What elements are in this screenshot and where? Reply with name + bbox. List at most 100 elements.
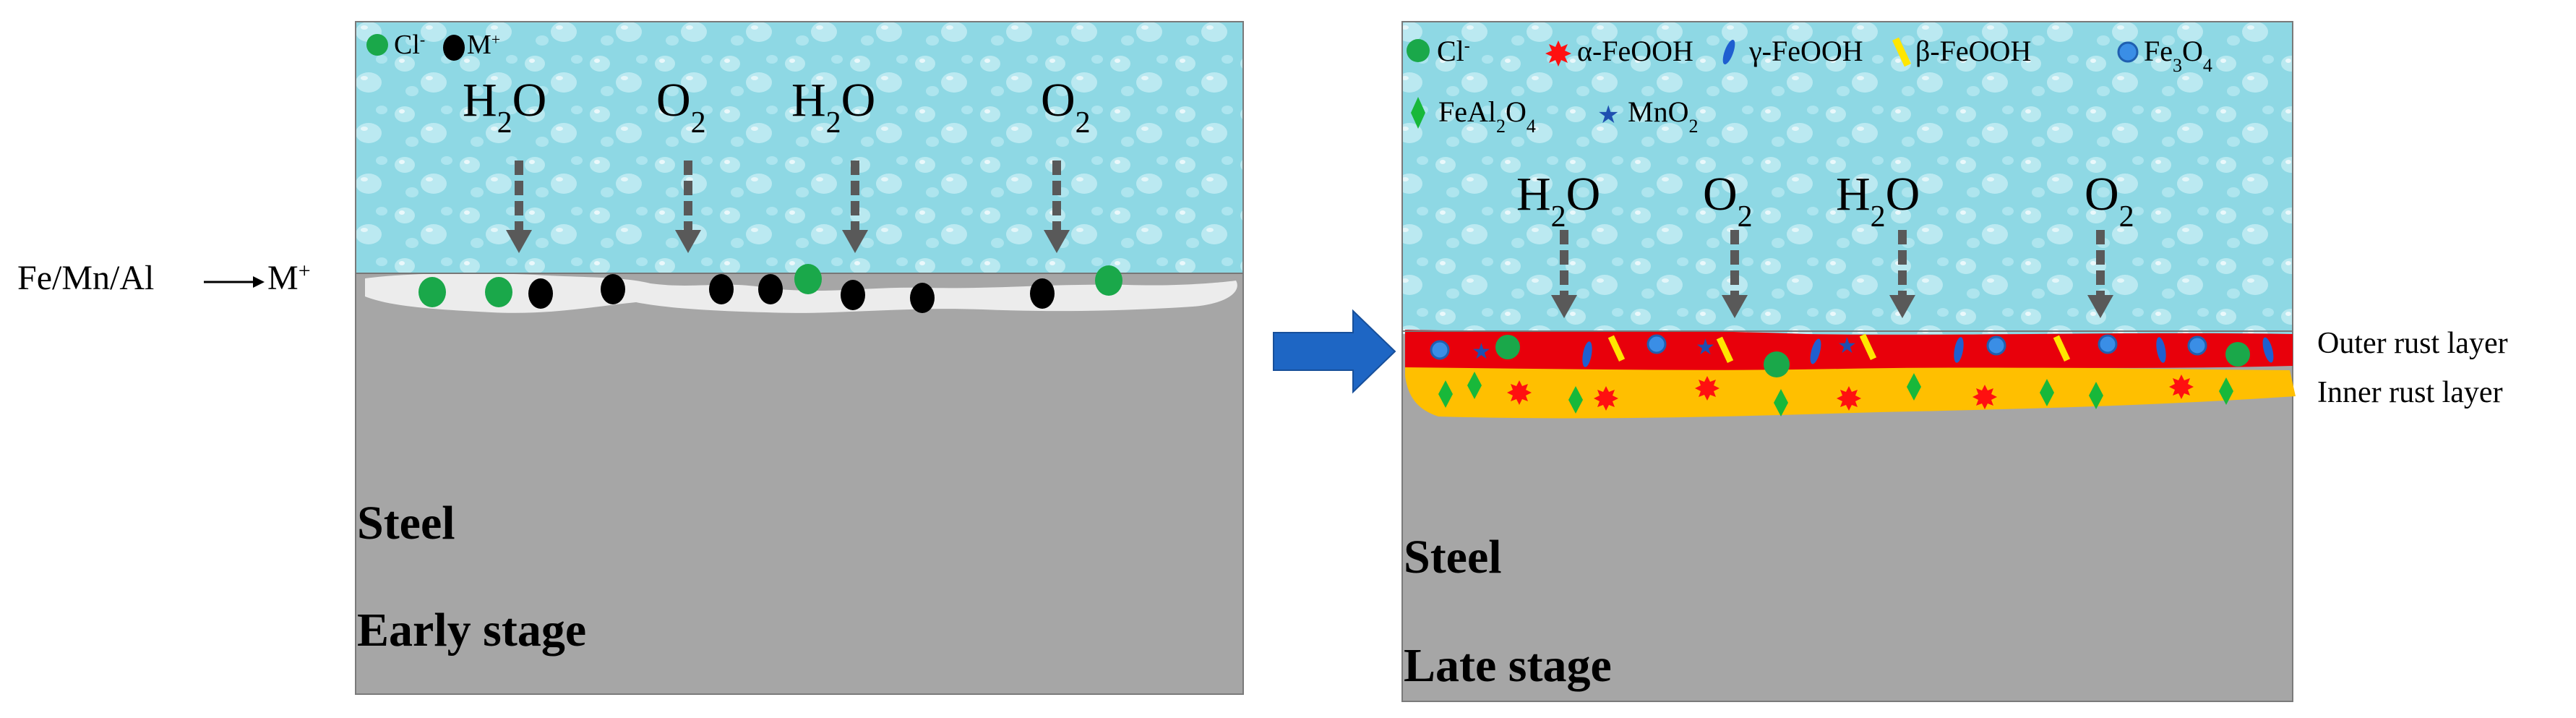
right-arrow-label-1: H2O (1516, 168, 1600, 234)
left-surface-particles (418, 264, 1122, 313)
beta-feooh-particle (1607, 335, 1626, 362)
gamma-feooh-rod-icon (1722, 39, 1735, 65)
side-reaction-arrowhead (253, 276, 265, 288)
mno2-particle: ★ (1696, 336, 1715, 359)
metal-cation (1030, 278, 1055, 309)
beta-feooh-legend-label: β-FeOOH (1915, 35, 2031, 67)
side-reaction-product: M+ (267, 259, 311, 298)
feal2o4-particle (1907, 373, 1921, 401)
right-arrowhead-1 (1551, 295, 1577, 318)
cation-legend-label: M+ (467, 30, 500, 60)
left-arrows: H2O O2 H2O O2 (463, 74, 1091, 253)
right-arrows: H2O O2 H2O O2 (1516, 168, 2134, 318)
fe3o4-particle (2098, 334, 2118, 354)
left-arrow-label-3: H2O (791, 74, 875, 140)
chloride-legend-label: Cl- (1437, 35, 1470, 67)
cation-legend-dot (443, 35, 465, 61)
left-steel-label: Steel (357, 497, 455, 550)
left-arrow-label-2: O2 (656, 74, 706, 140)
feal2o4-particle (2040, 379, 2054, 406)
inner-rust-layer-label: Inner rust layer (2317, 376, 2503, 409)
alpha-feooh-particle (1594, 386, 1618, 411)
feal2o4-diamond-icon (1411, 97, 1425, 129)
chloride-ion (1095, 265, 1122, 296)
outer-layer-particles: ★ ★ ★ (1430, 333, 2274, 377)
right-water-region (1402, 22, 2293, 334)
fe3o4-legend-label: Fe3O4 (2144, 35, 2212, 76)
fe3o4-particle (1986, 336, 2006, 356)
inner-layer-particles (1438, 372, 2233, 416)
chloride-particle (1764, 351, 1790, 377)
chloride-particle (2225, 342, 2250, 367)
fe3o4-particle (1430, 340, 1450, 360)
alpha-feooh-particle (1972, 385, 1997, 409)
transition-arrow-icon (1273, 309, 1396, 394)
feal2o4-particle (2219, 377, 2233, 405)
right-arrowhead-2 (1722, 295, 1748, 318)
gamma-feooh-legend-label: γ-FeOOH (1748, 35, 1863, 67)
left-corrosion-film (365, 273, 1237, 313)
left-arrow-label-1: H2O (463, 74, 546, 140)
left-panel-border (355, 21, 1244, 695)
mno2-particle: ★ (1837, 334, 1857, 358)
chloride-ion (794, 264, 822, 294)
metal-cation (528, 278, 553, 309)
chloride-particle (1495, 335, 1520, 359)
beta-feooh-particle (1859, 333, 1877, 361)
outer-rust-layer (1405, 330, 2293, 370)
feal2o4-particle (2089, 382, 2103, 409)
left-legend: Cl- M+ (366, 30, 500, 61)
right-legend: Cl- α-FeOOH γ-FeOOH β-FeOOH Fe3O4 FeAl2O… (1407, 35, 2212, 137)
gamma-feooh-particle (2262, 337, 2274, 363)
side-reaction: Fe/Mn/Al M+ (17, 259, 311, 298)
gamma-feooh-particle (1582, 341, 1592, 367)
right-panel: Cl- α-FeOOH γ-FeOOH β-FeOOH Fe3O4 FeAl2O… (1401, 21, 2296, 702)
alpha-feooh-particle (1837, 386, 1861, 411)
metal-cation (709, 274, 734, 304)
mno2-legend-label: MnO2 (1628, 95, 1698, 137)
right-steel-label: Steel (1404, 531, 1502, 584)
left-steel-substrate (356, 273, 1243, 694)
beta-feooh-particle (2053, 335, 2071, 362)
fe3o4-particle (2187, 336, 2207, 356)
metal-cation (841, 280, 865, 310)
left-stage-label: Early stage (357, 604, 586, 657)
left-water-region (356, 22, 1243, 273)
mno2-star-icon: ★ (1597, 102, 1619, 129)
chloride-ion (485, 277, 512, 307)
right-arrowhead-4 (2087, 295, 2113, 318)
left-arrow-label-4: O2 (1041, 74, 1091, 140)
beta-feooh-particle (1716, 336, 1734, 364)
left-arrowhead-3 (842, 230, 868, 253)
outer-rust-layer-label: Outer rust layer (2317, 327, 2508, 360)
gamma-feooh-particle (1810, 338, 1821, 364)
fe3o4-dot-icon (2117, 41, 2139, 63)
mno2-particle: ★ (1472, 340, 1491, 364)
chloride-ion (418, 277, 446, 307)
alpha-feooh-particle (1507, 380, 1532, 405)
alpha-feooh-particle (2169, 375, 2194, 399)
right-arrowhead-3 (1889, 295, 1915, 318)
feal2o4-legend-label: FeAl2O4 (1438, 95, 1536, 137)
feal2o4-particle (1568, 386, 1583, 414)
beta-feooh-rod-icon (1892, 37, 1911, 67)
metal-cation (758, 274, 783, 304)
left-arrowhead-4 (1044, 230, 1070, 253)
chloride-legend-label: Cl- (394, 30, 425, 60)
fe3o4-particle (1647, 334, 1667, 354)
right-arrow-label-4: O2 (2085, 168, 2134, 234)
left-arrowhead-2 (675, 230, 701, 253)
feal2o4-particle (1467, 372, 1482, 399)
gamma-feooh-particle (1954, 337, 1964, 363)
gamma-feooh-particle (2156, 337, 2166, 363)
side-reaction-reactant: Fe/Mn/Al (17, 259, 154, 297)
metal-cation (601, 274, 625, 304)
chloride-legend-dot (1407, 39, 1430, 62)
alpha-feooh-legend-label: α-FeOOH (1577, 35, 1693, 67)
chloride-legend-dot (366, 34, 388, 56)
right-arrow-label-3: H2O (1836, 168, 1920, 234)
right-arrow-label-2: O2 (1703, 168, 1753, 234)
metal-cation (910, 283, 935, 313)
feal2o4-particle (1774, 389, 1788, 416)
